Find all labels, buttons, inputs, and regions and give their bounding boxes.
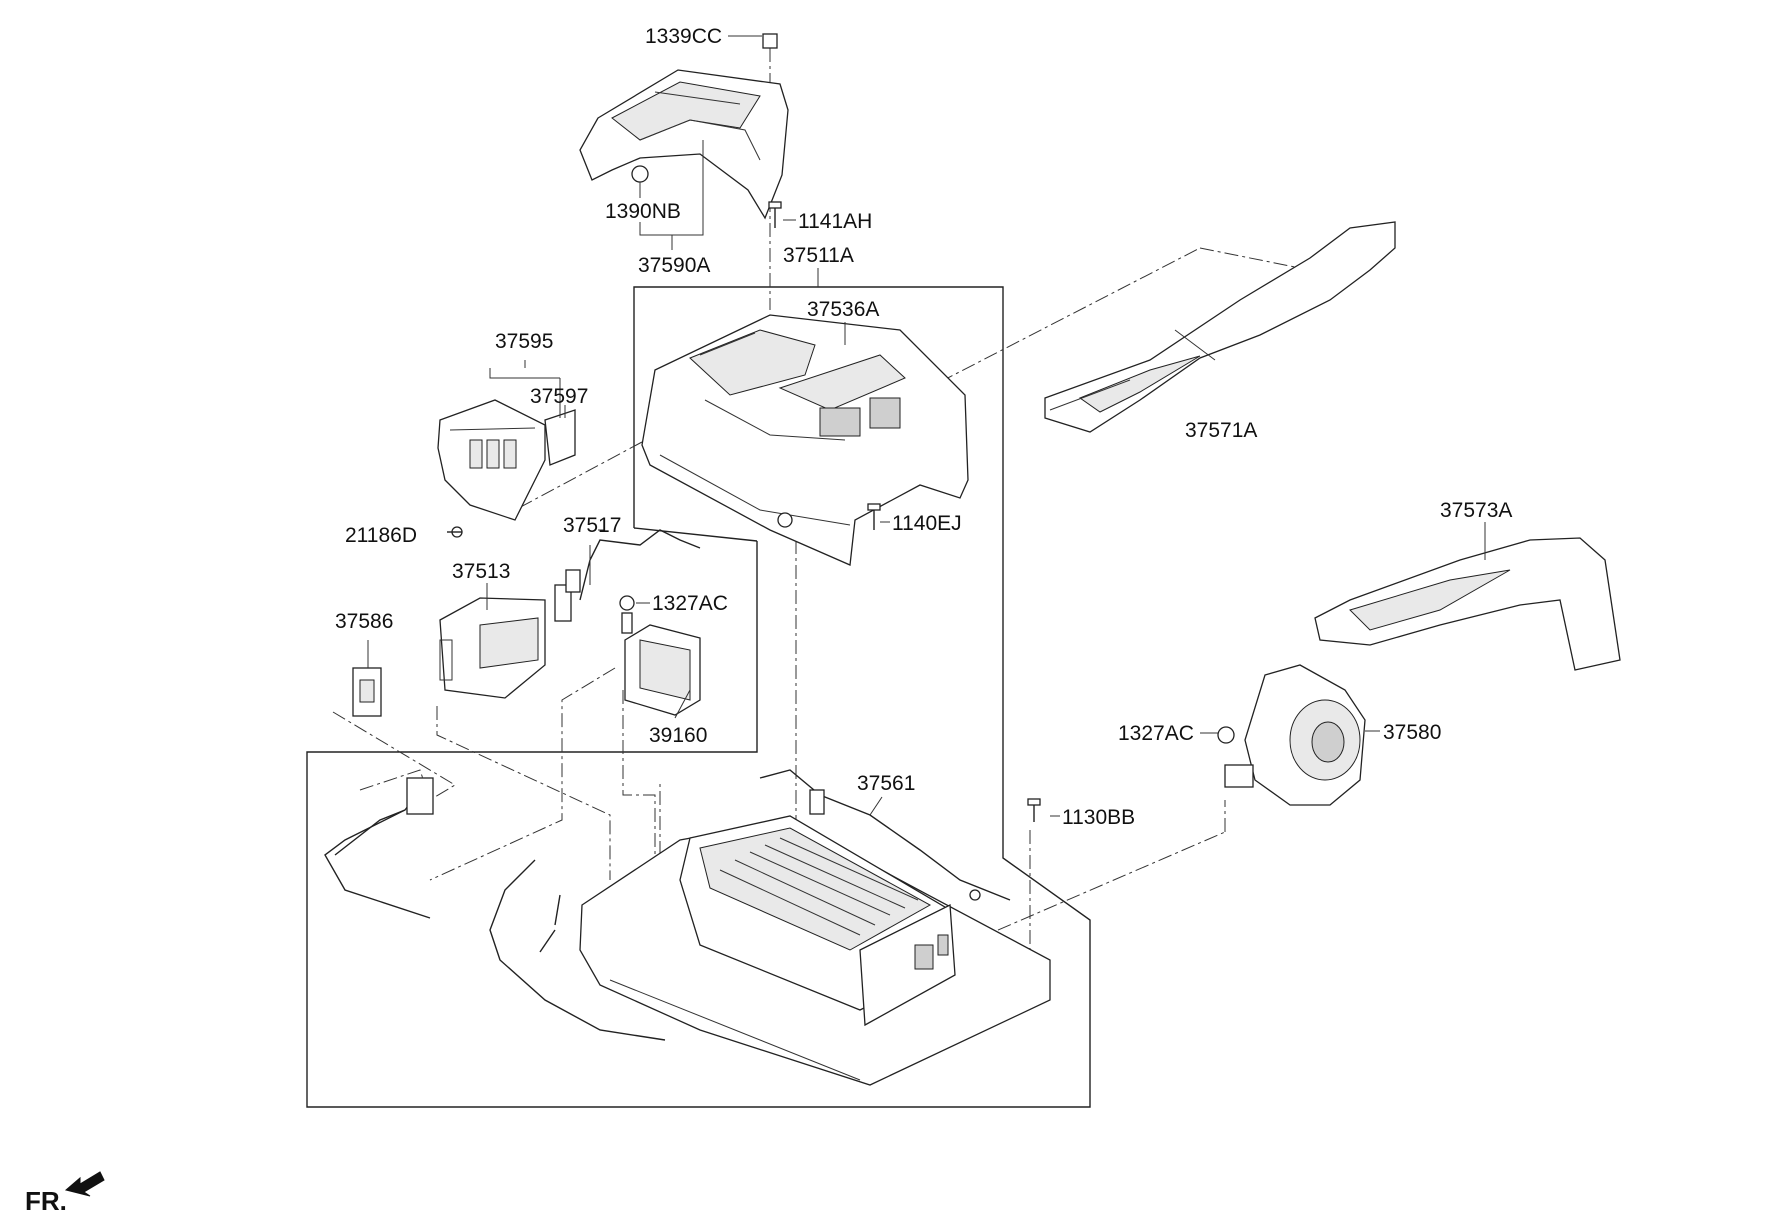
label-1141AH: 1141AH xyxy=(798,210,872,233)
label-1327AC-lower: 1327AC xyxy=(1118,722,1194,745)
label-1130BB: 1130BB xyxy=(1062,806,1135,829)
label-37586: 37586 xyxy=(335,610,393,633)
top-cover-shield-part xyxy=(579,33,789,220)
label-37513: 37513 xyxy=(452,560,510,583)
label-37595: 37595 xyxy=(495,330,553,353)
part-labels: 1339CC 1390NB 37590A 1141AH 37511A 37536… xyxy=(335,25,1512,829)
leader-lines xyxy=(367,35,1486,817)
wiring-harness-37517-part xyxy=(554,529,701,622)
relay-assembly-39160-part xyxy=(619,595,701,716)
group-box-control-modules xyxy=(633,527,758,542)
label-21186D: 21186D xyxy=(345,524,417,547)
label-37511A: 37511A xyxy=(783,244,854,267)
label-37597: 37597 xyxy=(530,385,588,408)
label-37536A: 37536A xyxy=(807,298,879,321)
air-duct-37571A-part xyxy=(1044,221,1396,433)
blower-fan-37580-part xyxy=(1217,664,1366,806)
fastener-parts xyxy=(447,201,1041,822)
front-arrow-icon xyxy=(64,1171,105,1197)
label-1339CC: 1339CC xyxy=(645,25,722,48)
battery-tray-part xyxy=(579,815,1051,1086)
sensor-37586-part xyxy=(352,667,382,717)
cable-assembly-part xyxy=(324,777,666,1041)
label-37573A: 37573A xyxy=(1440,499,1512,522)
label-37571A: 37571A xyxy=(1185,419,1257,442)
label-1390NB: 1390NB xyxy=(605,200,681,223)
air-duct-37573A-part xyxy=(1314,537,1621,671)
fr-label: FR. xyxy=(25,1186,67,1211)
label-1327AC-upper: 1327AC xyxy=(652,592,728,615)
label-37517: 37517 xyxy=(563,514,621,537)
label-37590A: 37590A xyxy=(638,254,710,277)
label-37580: 37580 xyxy=(1383,721,1441,744)
label-39160: 39160 xyxy=(649,724,707,747)
label-37561: 37561 xyxy=(857,772,915,795)
control-module-37513-part xyxy=(439,597,546,699)
label-1140EJ: 1140EJ xyxy=(892,512,962,535)
battery-cover-part xyxy=(641,314,969,566)
side-bracket-part xyxy=(437,399,576,538)
front-direction-indicator: FR. xyxy=(25,1171,105,1211)
